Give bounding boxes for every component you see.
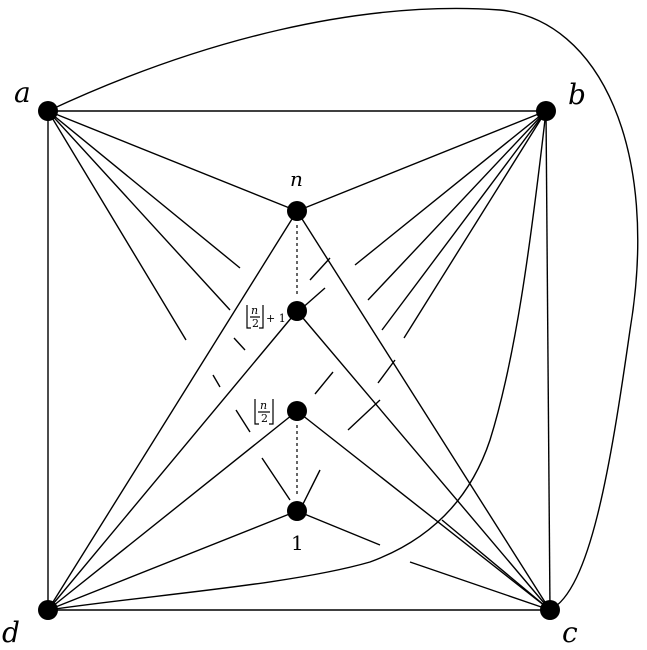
edge-a-stub-2 bbox=[47, 110, 231, 311]
label-half-plus-one-suffix: + 1 bbox=[266, 312, 286, 325]
vertex-c bbox=[540, 600, 560, 620]
edge-a-c-outer-arc bbox=[47, 7, 639, 611]
edge-1-c-b bbox=[409, 561, 551, 611]
vertex-half bbox=[287, 401, 307, 421]
edge-b-seg-4 bbox=[309, 257, 331, 281]
vertex-d bbox=[38, 600, 58, 620]
edge-n-d bbox=[47, 210, 298, 611]
edge-b-c bbox=[545, 110, 551, 611]
edge-a-stub-4 bbox=[261, 457, 291, 501]
label-half-den: 2 bbox=[261, 412, 268, 425]
label-a: a bbox=[14, 76, 31, 109]
edge-b-stub-1 bbox=[354, 110, 547, 266]
edge-b-stub-2 bbox=[367, 110, 547, 301]
label-b: b bbox=[568, 78, 586, 111]
edge-1-c-a bbox=[296, 510, 381, 546]
edge-b-seg-1 bbox=[377, 359, 396, 384]
label-node-1: 1 bbox=[291, 531, 304, 555]
vertex-a bbox=[38, 101, 58, 121]
label-d: d bbox=[2, 616, 20, 649]
edge-a-stub-1 bbox=[47, 110, 241, 269]
edge-b-seg-3 bbox=[314, 371, 334, 395]
edge-mid1-d bbox=[47, 310, 298, 611]
vertex-half-plus-one bbox=[287, 301, 307, 321]
edge-b-seg-2 bbox=[347, 399, 381, 431]
edge-b-stub-3 bbox=[381, 110, 547, 331]
label-half-plus-one-num: n bbox=[251, 304, 258, 317]
label-half: n 2 bbox=[254, 399, 274, 425]
edge-b-n bbox=[296, 110, 547, 212]
edge-b-stub-4 bbox=[403, 110, 547, 339]
vertex-b bbox=[536, 101, 556, 121]
vertex-n bbox=[287, 201, 307, 221]
edge-a-stub-3c bbox=[235, 409, 251, 433]
edge-mid2-d bbox=[47, 410, 298, 611]
edge-n-c bbox=[296, 210, 551, 611]
edge-1-d bbox=[47, 510, 298, 611]
label-c: c bbox=[562, 616, 578, 649]
edge-a-n bbox=[47, 110, 298, 212]
edge-d-b-curve bbox=[47, 110, 547, 611]
edge-mid2-c bbox=[296, 410, 551, 611]
edge-a-stub-3 bbox=[47, 110, 187, 341]
vertex-1 bbox=[287, 501, 307, 521]
label-half-plus-one-den: 2 bbox=[252, 317, 259, 330]
edge-mid1-c bbox=[296, 310, 551, 611]
label-half-num: n bbox=[260, 399, 267, 412]
label-node-n: n bbox=[290, 167, 303, 191]
label-half-plus-one: n 2 + 1 bbox=[246, 304, 286, 330]
edge-a-stub-3b bbox=[212, 374, 221, 388]
edge-a-stub-2b bbox=[233, 337, 246, 351]
edge-c-stub-1 bbox=[441, 519, 551, 611]
